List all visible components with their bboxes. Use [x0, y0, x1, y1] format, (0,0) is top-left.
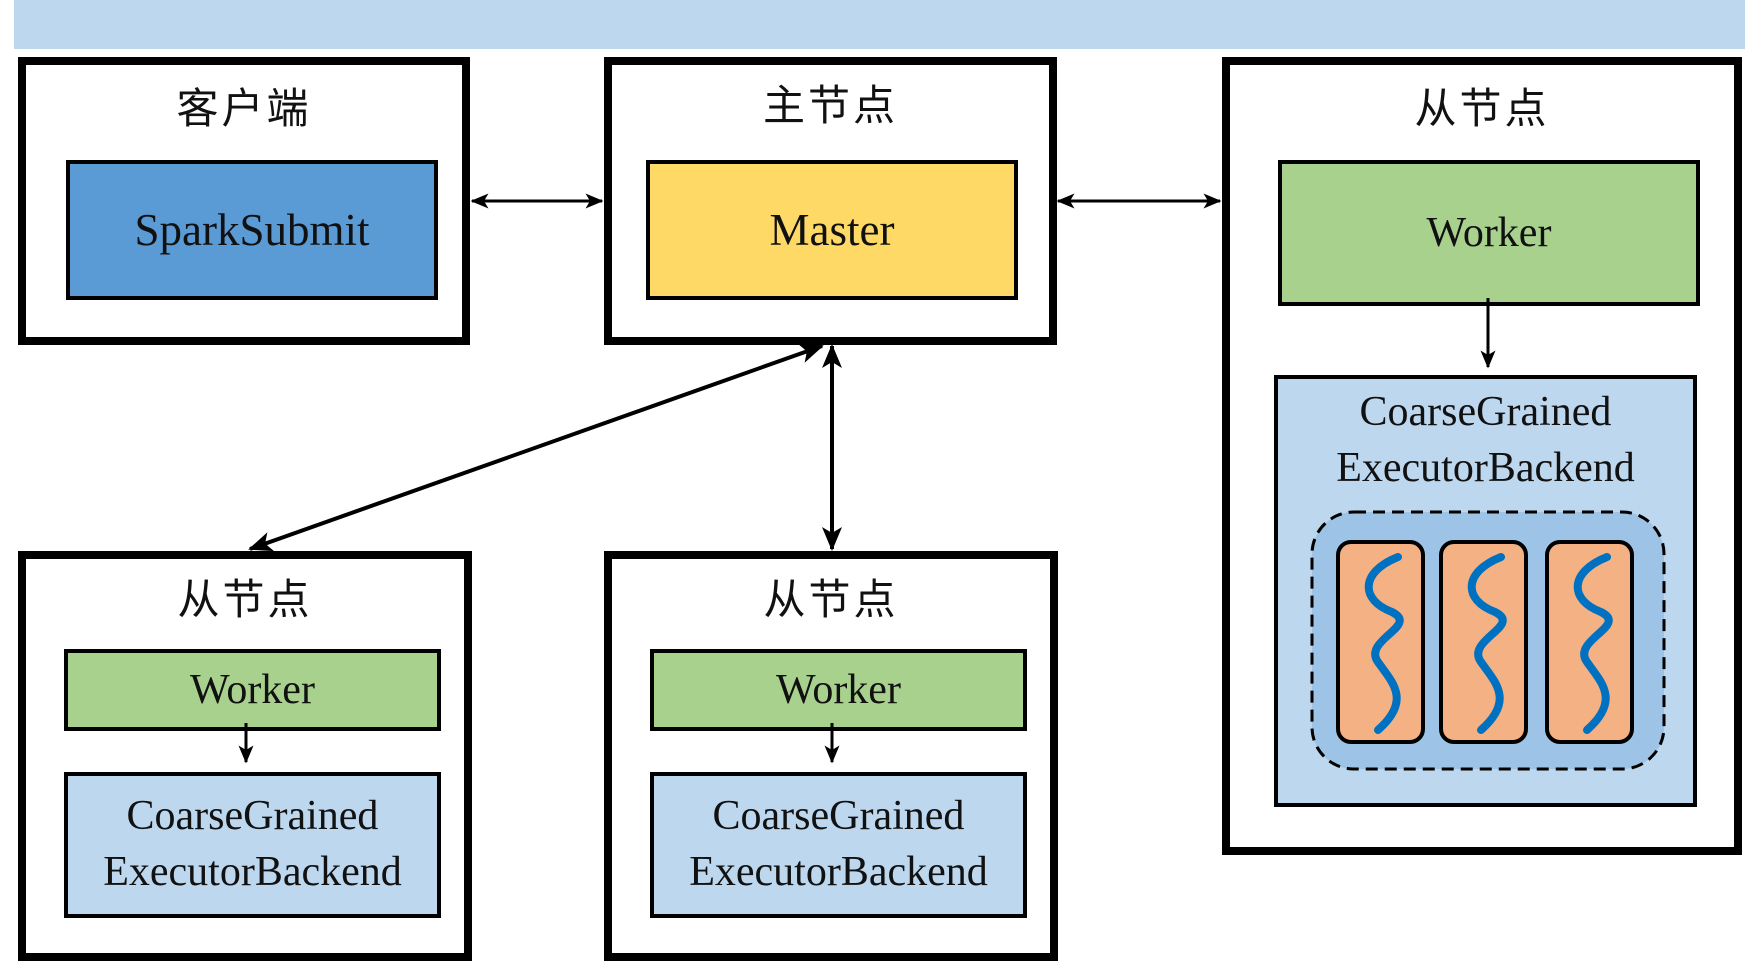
executor-backend-box-left: CoarseGrained ExecutorBackend [64, 772, 441, 918]
worker-box-middle: Worker [650, 649, 1027, 731]
worker-box-left: Worker [64, 649, 441, 731]
executor-backend-box-middle: CoarseGrained ExecutorBackend [650, 772, 1027, 918]
executor-line1: CoarseGrained [126, 793, 379, 840]
master-node: 主节点 Master [604, 57, 1057, 345]
arrow-master-slave-left [248, 343, 824, 552]
thread-3 [1545, 540, 1634, 744]
slave-node-right-title: 从节点 [1414, 84, 1550, 133]
executor-line1: CoarseGrained [712, 793, 965, 840]
wavy-thread-icon [1364, 553, 1404, 734]
slave-node-left-title: 从节点 [177, 575, 313, 624]
wavy-thread-icon [1467, 553, 1507, 734]
master-box: Master [646, 160, 1018, 300]
header-band [14, 0, 1745, 49]
worker-box-right: Worker [1278, 160, 1700, 306]
thread-1 [1336, 540, 1425, 744]
executor-line1: CoarseGrained [1359, 389, 1612, 435]
executor-line2: ExecutorBackend [1336, 444, 1635, 491]
client-node: 客户端 SparkSubmit [18, 57, 470, 345]
thread-2 [1439, 540, 1528, 744]
client-node-title: 客户端 [176, 84, 312, 133]
executor-line2: ExecutorBackend [689, 849, 988, 895]
master-node-title: 主节点 [762, 81, 898, 130]
executor-line2: ExecutorBackend [103, 849, 402, 895]
spark-submit-box: SparkSubmit [66, 160, 438, 300]
wavy-thread-icon [1573, 553, 1613, 734]
slave-node-middle-title: 从节点 [763, 575, 899, 624]
